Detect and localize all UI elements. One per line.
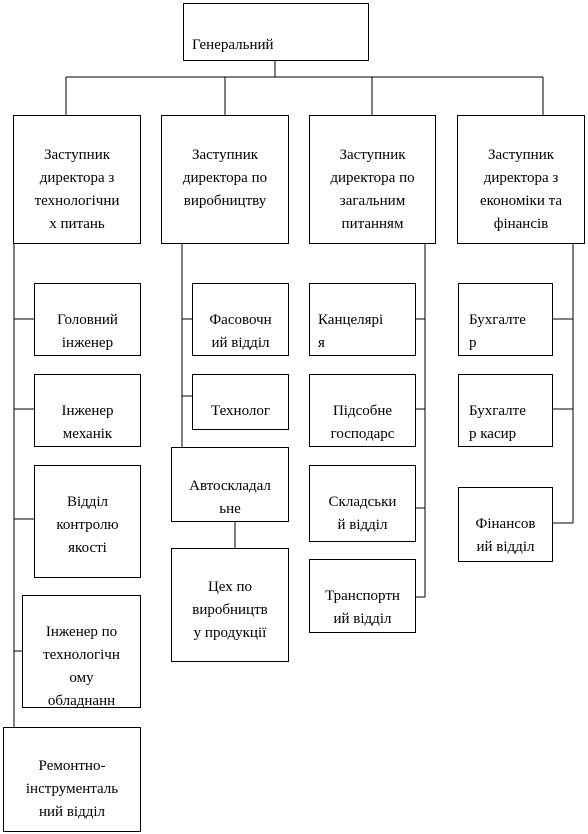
unit-office-box: Канцелярі я bbox=[309, 283, 416, 356]
general-director-box: Генеральний директор bbox=[183, 3, 369, 61]
deputy-production-box: Заступник директора по виробництву bbox=[161, 115, 289, 244]
deputy-economics-label: Заступник директора з економіки та фінан… bbox=[479, 147, 563, 232]
unit-mechanical-engineer-box: Інженер механік bbox=[34, 374, 141, 447]
unit-equipment-engineer-label: Інженер по технологічн ому обладнанн bbox=[43, 624, 120, 708]
unit-technologist-label: Технолог bbox=[210, 403, 271, 419]
unit-quality-control-label: Відділ контролю якості bbox=[56, 494, 119, 556]
unit-quality-control-box: Відділ контролю якості bbox=[34, 465, 141, 578]
unit-packing-dept-label: Фасовочн ий відділ bbox=[209, 312, 272, 351]
deputy-economics-box: Заступник директора з економіки та фінан… bbox=[457, 115, 585, 244]
unit-accountant-label: Бухгалте р bbox=[469, 312, 526, 351]
unit-warehouse-box: Складськи й відділ bbox=[309, 465, 416, 542]
unit-equipment-engineer-box: Інженер по технологічн ому обладнанн bbox=[22, 595, 141, 708]
deputy-production-label: Заступник директора по виробництву bbox=[182, 147, 268, 209]
unit-chief-engineer-label: Головний інженер bbox=[57, 312, 118, 351]
unit-auxiliary-farm-label: Підсобне господарс тво bbox=[330, 403, 395, 442]
unit-repair-tool-box: Ремонтно- інструменталь ний відділ bbox=[3, 727, 141, 832]
unit-warehouse-label: Складськи й відділ bbox=[328, 494, 397, 533]
unit-auxiliary-farm-box: Підсобне господарс тво bbox=[309, 374, 416, 447]
deputy-tech-box: Заступник директора з технологічни х пит… bbox=[13, 115, 141, 244]
deputy-general-label: Заступник директора по загальним питання… bbox=[330, 147, 415, 232]
unit-cashier-accountant-label: Бухгалте р касир bbox=[469, 403, 526, 442]
unit-production-shop-label: Цех по виробництв у продукції bbox=[192, 579, 268, 641]
unit-accountant-box: Бухгалте р bbox=[458, 283, 553, 356]
unit-packing-dept-box: Фасовочн ий відділ bbox=[192, 283, 289, 356]
unit-finance-dept-box: Фінансов ий відділ bbox=[458, 487, 553, 562]
unit-production-shop-box: Цех по виробництв у продукції bbox=[171, 548, 289, 662]
unit-office-label: Канцелярі я bbox=[318, 312, 384, 351]
unit-transport-box: Транспортн ий відділ bbox=[309, 559, 416, 633]
unit-technologist-box: Технолог bbox=[192, 374, 289, 430]
unit-finance-dept-label: Фінансов ий відділ bbox=[475, 516, 536, 555]
deputy-tech-label: Заступник директора з технологічни х пит… bbox=[34, 147, 120, 232]
unit-auto-assembly-box: Автоскладал ьне відділення bbox=[171, 447, 289, 522]
unit-mechanical-engineer-label: Інженер механік bbox=[61, 403, 114, 442]
deputy-general-box: Заступник директора по загальним питання… bbox=[309, 115, 436, 244]
unit-auto-assembly-label: Автоскладал ьне відділення bbox=[189, 478, 271, 517]
general-director-label: Генеральний директор bbox=[192, 37, 274, 53]
unit-repair-tool-label: Ремонтно- інструменталь ний відділ bbox=[25, 758, 119, 820]
unit-cashier-accountant-box: Бухгалте р касир bbox=[458, 374, 553, 447]
unit-transport-label: Транспортн ий відділ bbox=[325, 588, 400, 627]
unit-chief-engineer-box: Головний інженер bbox=[34, 283, 141, 356]
